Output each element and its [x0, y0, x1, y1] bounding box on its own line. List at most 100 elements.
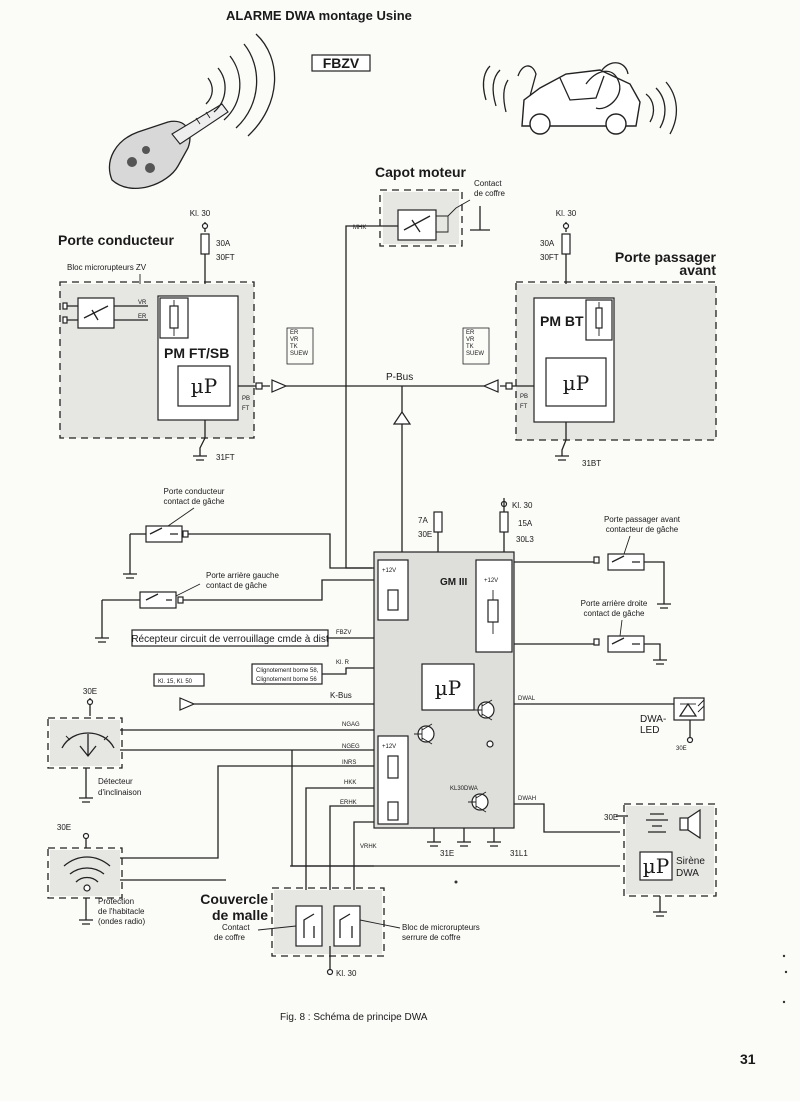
- erhk-label: ERHK: [340, 800, 357, 806]
- porte-cond-gache-switch: [123, 525, 374, 579]
- svg-text:15A: 15A: [518, 519, 533, 528]
- recepteur-box: Récepteur circuit de verrouillage cmde à…: [131, 629, 329, 647]
- gm-relay-left: +12V: [377, 559, 409, 621]
- ground-31e-label: 31E: [440, 849, 454, 858]
- svg-text:VR: VR: [138, 300, 147, 306]
- ngeg-label: NGEG: [342, 744, 360, 750]
- ground-31ft-label: 31FT: [216, 453, 235, 462]
- malle-boundary: [271, 887, 385, 957]
- svg-text:Clignotement borne 58,Clignote: Clignotement borne 58,Clignotement borne…: [256, 668, 319, 683]
- porte-arr-droite-switch: [514, 635, 667, 665]
- porte-arr-gauche-switch: [95, 579, 374, 643]
- svg-text:+12V: +12V: [382, 568, 396, 574]
- detecteur-boundary: [47, 717, 123, 769]
- dwa-led-label: DWA-LED: [640, 714, 666, 736]
- sirene-boundary: [623, 803, 717, 897]
- k-bus-triangle: [179, 697, 196, 711]
- malle-contact-switch: [295, 905, 323, 947]
- porte-pass-gache-switch: [514, 553, 671, 609]
- gm-fuse-15a: Kl. 30 15A 30L3: [499, 498, 534, 552]
- hkk-label: HKK: [344, 780, 356, 786]
- dwal-label: DWAL: [518, 696, 536, 702]
- ground-sirene: [653, 896, 667, 917]
- page-header-title: ALARME DWA montage Usine: [226, 8, 412, 23]
- malle-kl30-label: Kl. 30: [336, 969, 357, 978]
- svg-text:+12V: +12V: [484, 578, 498, 584]
- ground-gm-3: [487, 828, 501, 847]
- svg-text:FBZV: FBZV: [323, 55, 360, 71]
- pm-bt-bus-connector: [482, 379, 534, 393]
- v30e-led-label: 30E: [676, 746, 687, 752]
- mhk-label: MHK: [353, 225, 366, 231]
- pm-ft-sb-mu: µP: [191, 374, 217, 398]
- ground-31bt-label: 31BT: [582, 459, 601, 468]
- capot-switch: [397, 199, 490, 241]
- ground-gm-1: [427, 828, 441, 847]
- svg-text:Kl. 15, Kl. 50: Kl. 15, Kl. 50: [158, 679, 193, 685]
- svg-text:µP: µP: [435, 676, 461, 700]
- capot-title: Capot moteur: [375, 164, 467, 180]
- porte-conducteur-boundary: [59, 281, 255, 439]
- vrhk-label: VRHK: [360, 844, 377, 850]
- speaker-icon: [679, 808, 701, 840]
- radio-wave-sensor-icon: [63, 856, 111, 892]
- svg-text:Récepteur circuit de verrouill: Récepteur circuit de verrouillage cmde à…: [131, 634, 329, 645]
- inrs-label: INRS: [342, 760, 356, 766]
- capot-boundary: [379, 189, 463, 247]
- svg-text:µP: µP: [643, 854, 669, 878]
- bloc-zv-label: Bloc microrupteurs ZV: [67, 263, 147, 272]
- dwah-label: DWAH: [518, 796, 536, 802]
- v30e-prot-label: 30E: [57, 823, 71, 832]
- porte-passager-boundary: [515, 281, 717, 441]
- v30e-siren-label: 30E: [604, 813, 618, 822]
- ground-detecteur: [79, 768, 93, 803]
- protection-boundary: [47, 847, 123, 899]
- gm-mu-processor: µP: [421, 663, 475, 711]
- porte-conducteur-title: Porte conducteur: [58, 232, 174, 248]
- v30e-det-label: 30E: [83, 687, 97, 696]
- fbzv-tag: FBZV: [311, 54, 371, 72]
- gm-relay-bottom: +12V: [377, 735, 409, 825]
- scan-speckle: [454, 880, 788, 1004]
- gm-iii-label: GM III: [440, 577, 467, 588]
- kl30-bt-label: Kl. 30: [556, 209, 577, 218]
- p-bus-gm-triangle: [392, 410, 412, 425]
- svg-text:ER: ER: [138, 314, 147, 320]
- gm-transistor-ngag: [414, 723, 435, 745]
- ground-gm-2: [457, 828, 471, 847]
- pm-ft-sb-label: PM FT/SB: [164, 345, 229, 361]
- svg-text:+12V: +12V: [382, 744, 396, 750]
- fbzv-pin-label: FBZV: [336, 630, 351, 636]
- kl30-ft-label: Kl. 30: [190, 209, 211, 218]
- ground-31bt: [555, 455, 569, 461]
- car-thief-illustration: [482, 62, 677, 135]
- pm-ft-bus-connector: [238, 379, 288, 393]
- pm-bt-mu: µP: [563, 371, 589, 395]
- pm-bt-label: PM BT: [540, 313, 584, 329]
- gm-transistor-dwah: [468, 791, 489, 813]
- clignotement-box: Clignotement borne 58,Clignotement borne…: [251, 663, 323, 685]
